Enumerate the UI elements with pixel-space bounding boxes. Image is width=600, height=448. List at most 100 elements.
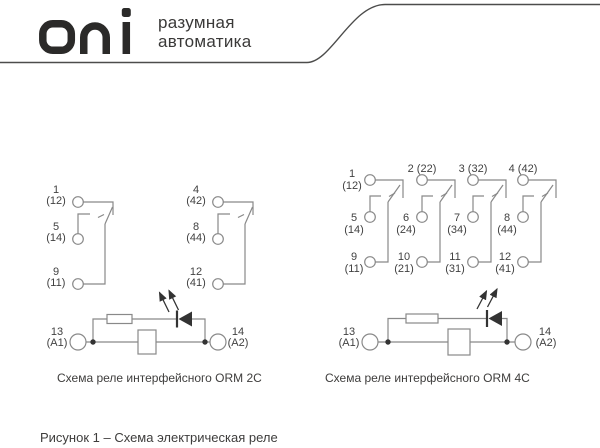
terminal-circle-a1 [69,333,87,351]
switch-blade-line [104,206,114,225]
junction-dot [202,339,208,345]
relay-coil [137,329,157,355]
terminal-label: 8 [193,221,199,233]
junction-dot [90,339,96,345]
terminal-label: 4 [193,184,199,196]
oni-logo [39,8,131,55]
led-light-arrows-icon [476,287,498,310]
led-triangle [488,311,502,326]
led-arrow [476,289,488,310]
caption-orm2c: Схема реле интерфейсного ORM 2C [57,371,262,385]
terminal-circle [364,256,376,268]
terminal-label: (44) [497,224,517,236]
switch-blade-line [244,206,254,225]
contact-pole-b [212,196,254,290]
terminal-label: 7 [454,212,460,224]
terminal-label: (14) [344,224,364,236]
terminal-label: 8 [504,212,510,224]
terminal-label: (A2) [536,337,557,349]
orm2c-labels: 1 (12) 5 (14) 9 (11) 4 (42) 8 (44) 12 (4… [46,184,248,349]
terminal-label: 1 [53,184,59,196]
terminal-label: (12) [46,195,66,207]
com-contact-line [427,202,441,263]
terminal-label: 4 (42) [509,163,538,175]
led-branch-line [92,318,206,342]
terminal-label: (11) [345,263,364,275]
resistor [405,313,439,324]
schematic-orm4c: 1 (12) 2 (22) 3 (32) 4 (42) 5 (14) 6 (24… [339,163,557,356]
blade-tick [491,192,499,198]
terminal-label: 10 [398,251,410,263]
terminal-circle [364,211,376,223]
terminal-label: 5 [53,221,59,233]
terminal-label: (A1) [47,337,68,349]
relay-coil [447,328,471,356]
terminal-circle [212,233,224,245]
com-contact-line [478,202,492,263]
figure-caption: Рисунок 1 – Схема электрическая реле [40,430,278,445]
terminal-label: 6 [403,212,409,224]
terminal-label: 14 [232,326,244,338]
contact-pole-3 [467,174,507,268]
blade-tick [388,192,396,198]
nc-contact-line [223,201,254,215]
terminal-label: (11) [47,277,66,289]
terminal-label: 3 (32) [459,163,488,175]
terminal-circle [72,196,84,208]
logo-letter-i-dot [121,8,131,17]
terminal-label: (31) [445,263,465,275]
schematic-orm2c: 1 (12) 5 (14) 9 (11) 4 (42) 8 (44) 12 (4… [46,184,254,355]
tagline-line-2: автоматика [158,32,252,51]
junction-dot [504,339,510,345]
led-light-arrows-icon [158,289,180,313]
contact-pole-2 [416,174,456,268]
terminal-circle [467,174,479,186]
led-arrow [158,291,170,313]
terminal-label: 11 [449,251,460,263]
nc-contact-line [83,201,114,215]
led-arrow [168,289,180,311]
logo-tagline: разумная автоматика [158,13,251,51]
terminal-label: 13 [51,326,63,338]
terminal-circle [517,211,529,223]
terminal-label: 13 [343,326,355,338]
led-branch-line [387,317,508,342]
junction-dot [385,339,391,345]
terminal-label: (A1) [339,337,360,349]
terminal-circle-a2 [209,333,227,351]
terminal-label: (44) [186,232,206,244]
terminal-label: 2 (22) [408,163,437,175]
contact-pole-a [72,196,114,290]
nc-contact-line [375,179,404,198]
terminal-label: 9 [53,266,59,278]
no-contact-line [421,195,433,212]
terminal-circle [416,256,428,268]
com-contact-line [83,224,106,285]
led-arrow [486,287,498,308]
blade-tick [440,192,448,198]
terminal-circle [517,174,529,186]
logo-letter-o [39,20,76,55]
terminal-circle [467,256,479,268]
terminal-circle [517,256,529,268]
caption-orm4c: Схема реле интерфейсного ORM 4C [325,371,530,385]
terminal-label: 14 [539,326,551,338]
terminal-circle [416,211,428,223]
terminal-label: (42) [186,195,206,207]
terminal-circle [364,174,376,186]
com-contact-line [223,224,246,285]
contact-pole-1 [364,174,404,268]
terminal-label: 9 [351,251,357,263]
terminal-label: (A2) [228,337,249,349]
terminal-label: (34) [447,224,467,236]
contact-pole-4 [517,174,557,268]
no-contact-line [217,213,230,234]
terminal-circle-a1 [361,333,379,351]
no-contact-line [369,195,381,212]
blade-tick [237,213,245,219]
header-border-curve [0,3,600,64]
terminal-label: (24) [396,224,416,236]
terminal-label: (12) [342,180,362,192]
